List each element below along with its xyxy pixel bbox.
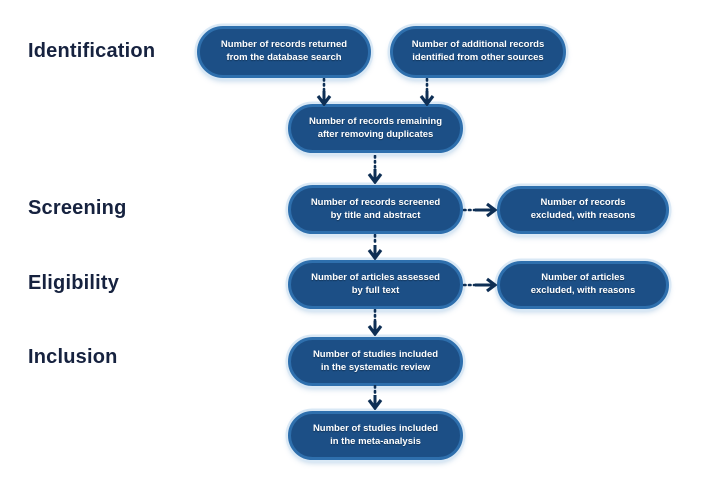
- node-text: identified from other sources: [412, 52, 544, 63]
- stage-label-screening: Screening: [28, 197, 127, 219]
- stage-label-inclusion: Inclusion: [28, 346, 118, 368]
- down-arrow-icon: [367, 385, 383, 410]
- node-articles-excluded: Number of articles excluded, with reason…: [497, 261, 669, 309]
- node-text: Number of records returned: [220, 39, 348, 51]
- down-arrow-icon: [316, 78, 332, 106]
- down-arrow-icon: [367, 309, 383, 336]
- node-text: Number of records screened: [310, 196, 441, 208]
- node-text: in the systematic review: [320, 361, 431, 373]
- node-meta-analysis: Number of studies included in the meta-a…: [288, 411, 463, 460]
- node-text: Number of articles assessed: [311, 271, 440, 283]
- right-arrow-icon: [463, 277, 497, 293]
- node-text: Number of articles: [541, 272, 625, 284]
- node-duplicates-removed: Number of records remaining after removi…: [288, 104, 463, 153]
- node-text: Number of records remaining: [308, 115, 443, 127]
- node-text: excluded, with reasons: [530, 285, 636, 296]
- node-text: Number of records: [540, 197, 626, 209]
- node-systematic-review: Number of studies included in the system…: [288, 337, 463, 386]
- node-other-sources: Number of additional records identified …: [390, 26, 566, 78]
- node-text: by full text: [351, 284, 400, 296]
- down-arrow-icon: [367, 155, 383, 184]
- down-arrow-icon: [419, 78, 435, 106]
- node-text: Number of additional records: [411, 39, 545, 51]
- node-records-screened: Number of records screened by title and …: [288, 185, 463, 234]
- node-database-search: Number of records returned from the data…: [197, 26, 371, 78]
- down-arrow-icon: [367, 234, 383, 260]
- node-text: Number of studies included: [312, 422, 439, 434]
- node-text: from the database search: [226, 52, 342, 63]
- node-text: in the meta-analysis: [330, 435, 421, 447]
- node-text: Number of studies included: [312, 348, 439, 360]
- stage-label-eligibility: Eligibility: [28, 272, 120, 294]
- right-arrow-icon: [463, 202, 497, 218]
- node-text: excluded, with reasons: [530, 210, 636, 221]
- node-text: by title and abstract: [330, 209, 421, 221]
- node-text: after removing duplicates: [317, 128, 434, 140]
- node-full-text-assessed: Number of articles assessed by full text: [288, 260, 463, 309]
- node-records-excluded: Number of records excluded, with reasons: [497, 186, 669, 234]
- stage-label-identification: Identification: [28, 40, 156, 62]
